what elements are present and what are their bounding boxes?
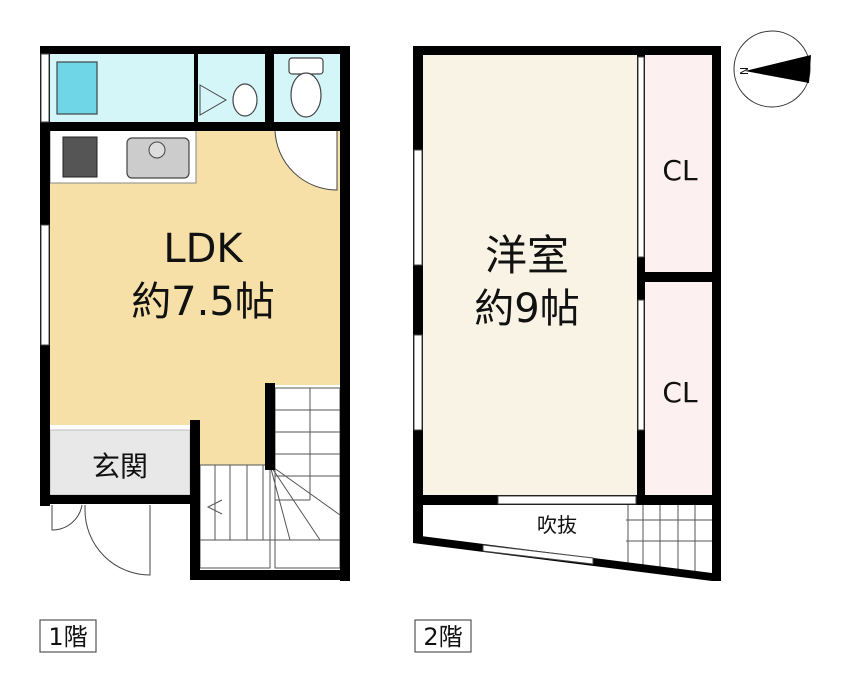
window [482,544,594,565]
closet-2-label: CL [662,376,698,409]
compass-north-label: N [737,67,750,75]
window [40,224,50,346]
floor-2-label: 2階 [414,619,472,653]
closet-2 [645,282,712,496]
closet-1 [645,55,712,273]
stairs-floor-2 [626,505,712,576]
void-label: 吹抜 [537,513,577,537]
entrance-label: 玄関 [92,450,148,483]
ldk-size: 約7.5帖 [131,279,275,325]
compass: N [733,30,811,108]
compass-needle-icon [745,55,811,83]
stairs-floor-1 [199,387,341,569]
bathtub [56,61,98,115]
toilet-door-swing [274,129,338,191]
window [413,334,423,431]
closet-door [637,56,645,258]
washroom-door-swing [199,84,228,116]
room-size: 約9帖 [474,286,579,332]
window [40,53,50,123]
drain-icon [148,141,166,159]
western-room-floor [423,55,638,497]
ldk-floor [50,130,340,465]
floor-1-label-text: 1階 [48,623,87,651]
toilet-bowl-icon [290,72,322,118]
floor-1-plan: 玄関 LDK 約7.5帖 [40,46,350,581]
window [497,495,637,505]
closet-door [637,299,645,431]
washroom [197,52,265,122]
floor-2-plan: 洋室 約9帖 CL CL 吹抜 [413,46,721,581]
wash-basin-icon [232,83,258,117]
stove-icon [62,136,98,178]
closet-1-label: CL [662,154,698,187]
floor-2-label-text: 2階 [423,623,462,651]
floor-1-label: 1階 [39,619,97,653]
window [413,149,423,266]
void-area [423,505,712,578]
ldk-name: LDK [163,226,244,272]
room-name: 洋室 [485,231,569,280]
entry-door-swing [51,504,151,576]
toilet-tank [288,57,324,75]
